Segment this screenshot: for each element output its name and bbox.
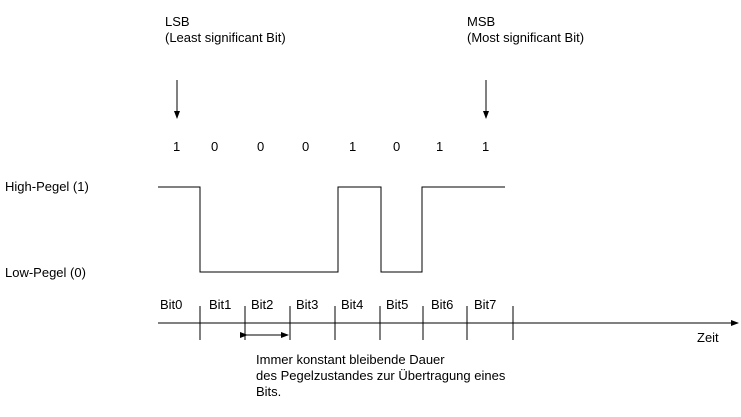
bit-value: 0: [257, 139, 265, 154]
bit-value: 1: [482, 139, 490, 154]
bit-value: 0: [302, 139, 310, 154]
note-line-2: des Pegelzustandes zur Übertragung eines: [256, 368, 506, 383]
low-level-label: Low-Pegel (0): [5, 265, 86, 280]
bit-value: 1: [436, 139, 444, 154]
bit-label: Bit0: [160, 297, 183, 312]
msb-title: MSB: [467, 14, 496, 29]
bit-value: 1: [173, 139, 181, 154]
bit-label: Bit6: [431, 297, 454, 312]
note-line-3: Bits.: [256, 384, 282, 399]
high-level-label: High-Pegel (1): [5, 179, 89, 194]
lsb-title: LSB: [165, 14, 190, 29]
signal-waveform: [158, 186, 505, 273]
bit-value: 0: [211, 139, 219, 154]
bit-label: Bit1: [209, 297, 232, 312]
bit-label: Bit4: [341, 297, 364, 312]
bit-label: Bit7: [474, 297, 497, 312]
msb-subtitle: (Most significant Bit): [467, 30, 585, 45]
lsb-subtitle: (Least significant Bit): [165, 30, 286, 45]
bit-value: 1: [349, 139, 357, 154]
bit-value: 0: [393, 139, 401, 154]
note-line-1: Immer konstant bleibende Dauer: [256, 352, 445, 367]
time-axis-label: Zeit: [697, 330, 719, 345]
bit-label: Bit2: [251, 297, 274, 312]
bit-label: Bit3: [296, 297, 319, 312]
bit-label: Bit5: [386, 297, 409, 312]
